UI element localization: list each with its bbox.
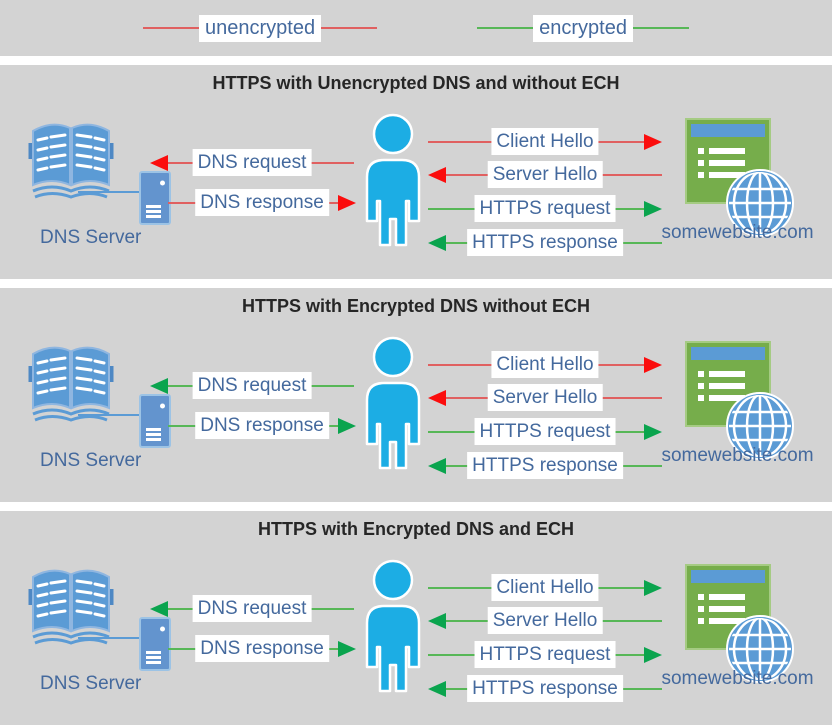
arrow-dns-request: DNS request xyxy=(150,595,354,623)
browser-window-icon xyxy=(685,564,771,650)
arrow-head-icon xyxy=(644,580,662,596)
arrow-head-icon xyxy=(150,601,168,617)
arrow-dns-response: DNS response xyxy=(168,412,356,440)
unencrypted-line-icon xyxy=(321,27,378,29)
encrypted-line-icon xyxy=(477,27,534,29)
arrow-head-icon xyxy=(644,424,662,440)
arrow-head-icon xyxy=(428,390,446,406)
arrow-label: Client Hello xyxy=(491,351,599,378)
legend-item-encrypted: encrypted xyxy=(477,14,689,42)
arrow-head-icon xyxy=(428,681,446,697)
legend-label-unencrypted: unencrypted xyxy=(199,14,322,42)
globe-icon xyxy=(726,615,794,683)
arrow-label: HTTPS request xyxy=(474,195,616,222)
arrow-server-hello: Server Hello xyxy=(428,607,662,635)
scenario-panel: HTTPS with Encrypted DNS without ECH xyxy=(0,288,832,502)
dns-server-icon xyxy=(28,123,171,225)
book-icon xyxy=(28,569,114,645)
browser-window-icon xyxy=(685,341,771,427)
arrow-label: HTTPS request xyxy=(474,418,616,445)
dns-server-label: DNS Server xyxy=(40,673,142,694)
website-icon xyxy=(685,564,794,683)
arrow-dns-request: DNS request xyxy=(150,149,354,177)
arrow-dns-response: DNS response xyxy=(168,635,356,663)
legend-bar: unencrypted encrypted xyxy=(0,0,832,56)
arrow-label: DNS response xyxy=(195,189,329,216)
arrow-https-request: HTTPS request xyxy=(428,641,662,669)
scenario-panel: HTTPS with Unencrypted DNS and without E… xyxy=(0,65,832,279)
arrow-head-icon xyxy=(150,155,168,171)
server-tower-icon xyxy=(139,394,171,448)
arrow-head-icon xyxy=(428,235,446,251)
person-icon xyxy=(365,559,421,693)
arrow-label: DNS request xyxy=(192,595,312,622)
arrow-head-icon xyxy=(150,378,168,394)
arrow-head-icon xyxy=(338,195,356,211)
arrow-head-icon xyxy=(428,458,446,474)
website-icon xyxy=(685,118,794,237)
arrow-label: HTTPS response xyxy=(467,452,623,479)
arrow-head-icon xyxy=(428,613,446,629)
book-icon xyxy=(28,346,114,422)
encrypted-line-icon xyxy=(632,27,689,29)
globe-icon xyxy=(726,392,794,460)
arrow-client-hello: Client Hello xyxy=(428,351,662,379)
panel-title: HTTPS with Unencrypted DNS and without E… xyxy=(212,73,620,93)
website-label: somewebsite.com xyxy=(661,445,814,466)
arrow-label: Client Hello xyxy=(491,128,599,155)
arrow-label: DNS response xyxy=(195,412,329,439)
dns-server-label: DNS Server xyxy=(40,227,142,248)
website-icon xyxy=(685,341,794,460)
arrow-head-icon xyxy=(644,647,662,663)
arrow-head-icon xyxy=(644,134,662,150)
arrow-label: Server Hello xyxy=(487,607,603,634)
arrow-label: Server Hello xyxy=(487,384,603,411)
arrow-head-icon xyxy=(428,167,446,183)
arrow-label: DNS response xyxy=(195,635,329,662)
person-icon xyxy=(365,113,421,247)
globe-icon xyxy=(726,169,794,237)
panel-title: HTTPS with Encrypted DNS without ECH xyxy=(241,296,590,316)
arrow-label: DNS request xyxy=(192,149,312,176)
server-tower-icon xyxy=(139,617,171,671)
arrow-https-request: HTTPS request xyxy=(428,418,662,446)
person-icon xyxy=(365,336,421,470)
arrow-label: Client Hello xyxy=(491,574,599,601)
legend-item-unencrypted: unencrypted xyxy=(143,14,378,42)
arrow-https-response: HTTPS response xyxy=(428,452,662,480)
arrow-head-icon xyxy=(338,418,356,434)
unencrypted-line-icon xyxy=(143,27,200,29)
arrow-server-hello: Server Hello xyxy=(428,384,662,412)
arrow-head-icon xyxy=(338,641,356,657)
arrow-client-hello: Client Hello xyxy=(428,574,662,602)
arrow-label: HTTPS request xyxy=(474,641,616,668)
arrow-label: Server Hello xyxy=(487,161,603,188)
scenario-panel: HTTPS with Encrypted DNS and ECH xyxy=(0,511,832,725)
panel-title: HTTPS with Encrypted DNS and ECH xyxy=(257,519,575,539)
arrow-https-response: HTTPS response xyxy=(428,675,662,703)
website-label: somewebsite.com xyxy=(661,668,814,689)
arrow-dns-request: DNS request xyxy=(150,372,354,400)
arrow-label: DNS request xyxy=(192,372,312,399)
arrow-head-icon xyxy=(644,357,662,373)
dns-server-label: DNS Server xyxy=(40,450,142,471)
arrow-client-hello: Client Hello xyxy=(428,128,662,156)
website-label: somewebsite.com xyxy=(661,222,814,243)
dns-server-icon xyxy=(28,346,171,448)
panels: HTTPS with Unencrypted DNS and without E… xyxy=(0,65,832,725)
arrow-dns-response: DNS response xyxy=(168,189,356,217)
arrow-head-icon xyxy=(644,201,662,217)
arrow-label: HTTPS response xyxy=(467,675,623,702)
arrow-server-hello: Server Hello xyxy=(428,161,662,189)
arrow-https-request: HTTPS request xyxy=(428,195,662,223)
legend-label-encrypted: encrypted xyxy=(533,14,633,42)
book-icon xyxy=(28,123,114,199)
arrow-https-response: HTTPS response xyxy=(428,229,662,257)
dns-server-icon xyxy=(28,569,171,671)
arrow-label: HTTPS response xyxy=(467,229,623,256)
server-tower-icon xyxy=(139,171,171,225)
